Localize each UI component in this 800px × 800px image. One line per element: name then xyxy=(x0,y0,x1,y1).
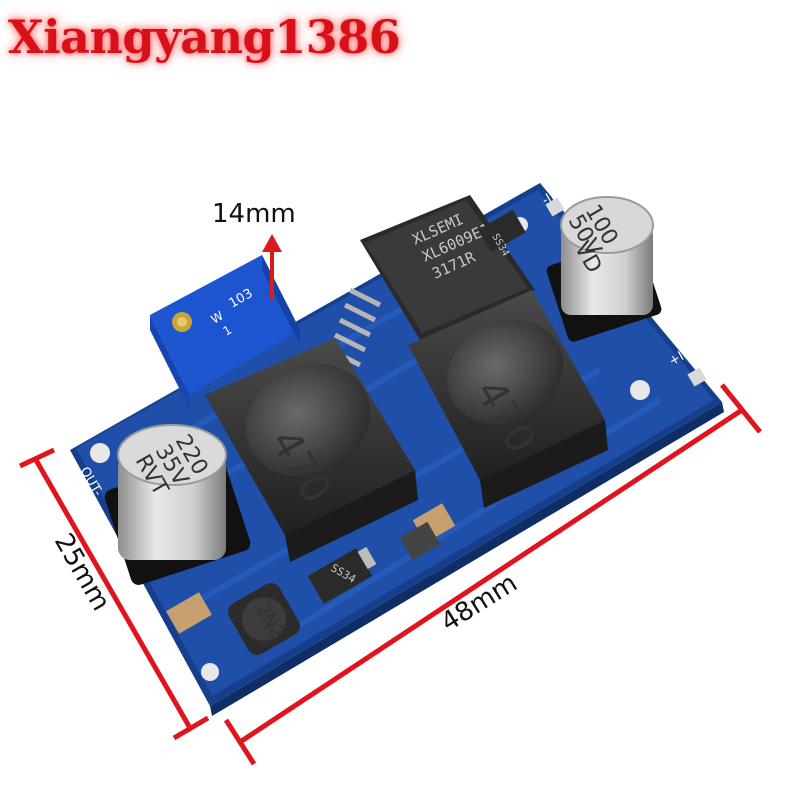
mounting-hole xyxy=(201,663,219,681)
depth-dimension xyxy=(18,447,210,741)
mounting-hole xyxy=(90,443,110,463)
smd-capacitors xyxy=(166,503,456,634)
capacitor-input: 100 50V VD xyxy=(546,196,662,342)
inductor-left: 470 xyxy=(205,338,418,562)
depth-label: 25mm xyxy=(48,529,116,617)
smd-inductor-small: 2N2 xyxy=(228,583,300,655)
smd-diode-bottom: SS34 xyxy=(307,546,377,604)
capacitor-output: 220 35V RVT xyxy=(104,424,251,585)
height-label: 14mm xyxy=(212,199,296,229)
height-arrow xyxy=(262,234,282,300)
mounting-hole xyxy=(630,380,650,400)
width-dimension xyxy=(223,383,762,766)
watermark-text: Xiangyang1386 xyxy=(8,10,401,64)
inductor-right: 470 xyxy=(408,290,608,508)
